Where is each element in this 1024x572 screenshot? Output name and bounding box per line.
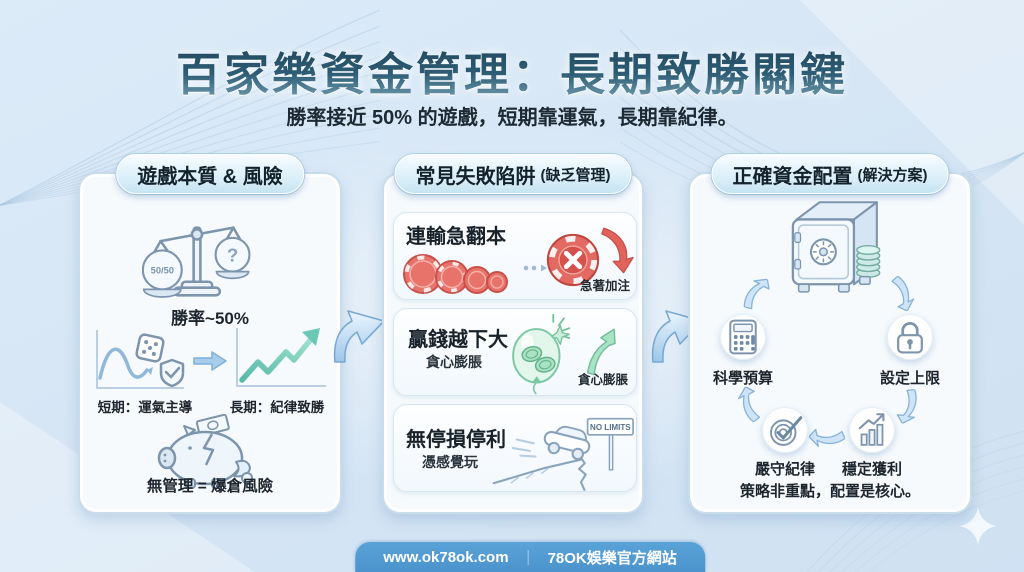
bar-growth-icon	[858, 413, 885, 446]
panel-header-label: 常見失敗陷阱	[415, 165, 536, 188]
red-down-arrow-icon	[601, 227, 634, 274]
page-title: 百家樂資金管理：長期致勝關鍵	[0, 38, 1024, 103]
speed-lines	[511, 438, 537, 458]
green-up-arrow-icon	[586, 328, 616, 375]
footer-badge: www.ok78ok.com ｜ 78OK娛樂官方網站	[355, 542, 705, 572]
panel-header-sublabel: (解決方案)	[857, 166, 928, 184]
panel-failure-traps: 常見失敗陷阱 (缺乏管理) 連輸急翻本	[382, 154, 644, 514]
trap-subtitle: 貪心膨脹	[426, 354, 482, 370]
right-arrow-icon	[193, 351, 227, 371]
target-check-icon	[770, 416, 803, 446]
step-circle-discipline	[762, 407, 808, 453]
cycle-arrow-icon	[894, 386, 922, 427]
sparkle-icon	[959, 507, 997, 545]
calculator-icon	[729, 319, 757, 355]
ellipsis-dots-icon	[523, 264, 547, 272]
scale-left-pan-label: 50/50	[151, 265, 174, 275]
panel-header-sublabel: (缺乏管理)	[540, 166, 611, 184]
balance-scale-icon: 50/50 ?	[142, 226, 251, 298]
dice-icon	[135, 333, 165, 363]
panel-header-label: 遊戲本質 & 風險	[137, 165, 283, 188]
panel-header-failure-traps: 常見失敗陷阱 (缺乏管理)	[394, 154, 632, 194]
footer-site-name: 78OK娛樂官方網站	[547, 549, 677, 567]
panel-game-nature: 遊戲本質 & 風險 50/50 ? 勝率~50%	[78, 154, 342, 514]
panel-header-label: 正確資金配置	[732, 165, 853, 188]
burst-spark-icon	[552, 313, 571, 339]
scale-right-pan-label: ?	[227, 244, 238, 265]
balloon-coins-icon	[512, 313, 571, 395]
trap-caption: 急著加注	[579, 279, 630, 293]
dial-icon	[809, 238, 837, 266]
trap-card-chasing-losses: 連輸急翻本	[393, 212, 637, 300]
footer-divider: ｜	[520, 549, 536, 567]
page-subtitle: 勝率接近 50% 的遊戲，短期靠運氣，長期靠紀律。	[286, 107, 738, 129]
lock-icon	[897, 322, 923, 354]
step-circle-profit	[849, 407, 895, 453]
trap-card-greed: 贏錢越下大 貪心膨脹 貪心膨脹	[393, 308, 637, 396]
safe-vault-icon	[791, 201, 881, 293]
coin-stack-icon	[856, 244, 881, 278]
trend-up-chart-icon	[236, 328, 326, 387]
cycle-arrow-icon	[808, 427, 846, 448]
trap-subtitle: 憑感覺玩	[422, 454, 478, 470]
long-term-label: 長期：紀律致勝	[229, 400, 325, 415]
win-rate-caption: 勝率~50%	[171, 309, 249, 328]
wave-chart-icon	[96, 330, 185, 389]
shield-check-icon	[159, 358, 185, 388]
trap-caption: 貪心膨脹	[577, 373, 628, 387]
step-label-discipline: 嚴守紀律	[754, 461, 815, 478]
short-term-label: 短期：運氣主導	[97, 400, 193, 415]
allocation-note: 策略非重點，配置是核心。	[739, 483, 920, 500]
step-label-budget: 科學預算	[712, 370, 773, 387]
step-circle-limit	[887, 314, 933, 360]
x-chip-icon	[546, 233, 600, 287]
step-circle-budget	[720, 314, 766, 360]
no-management-caption: 無管理 = 爆倉風險	[146, 478, 274, 495]
piggy-bank-icon	[157, 414, 253, 489]
trap-title: 連輸急翻本	[406, 226, 506, 248]
panel-header-game-nature: 遊戲本質 & 風險	[116, 154, 304, 194]
poker-chips-icon	[403, 254, 508, 294]
trap-title: 無停損停利	[406, 429, 506, 451]
panel-correct-allocation: 正確資金配置 (解決方案)	[688, 154, 972, 514]
trap-title: 贏錢越下大	[408, 329, 508, 351]
step-label-limit: 設定上限	[879, 370, 940, 387]
step-label-profit: 穩定獲利	[841, 461, 902, 478]
footer-url: www.ok78ok.com	[383, 548, 509, 566]
trap-card-no-limits: 無停損停利 憑感覺玩 NO LIMITS	[393, 404, 637, 492]
panel-header-correct-allocation: 正確資金配置 (解決方案)	[711, 154, 949, 194]
car-icon	[543, 425, 591, 461]
car-cliff-icon: NO LIMITS	[492, 417, 634, 491]
no-limits-sign: NO LIMITS	[586, 417, 634, 471]
no-limits-label: NO LIMITS	[590, 423, 631, 432]
